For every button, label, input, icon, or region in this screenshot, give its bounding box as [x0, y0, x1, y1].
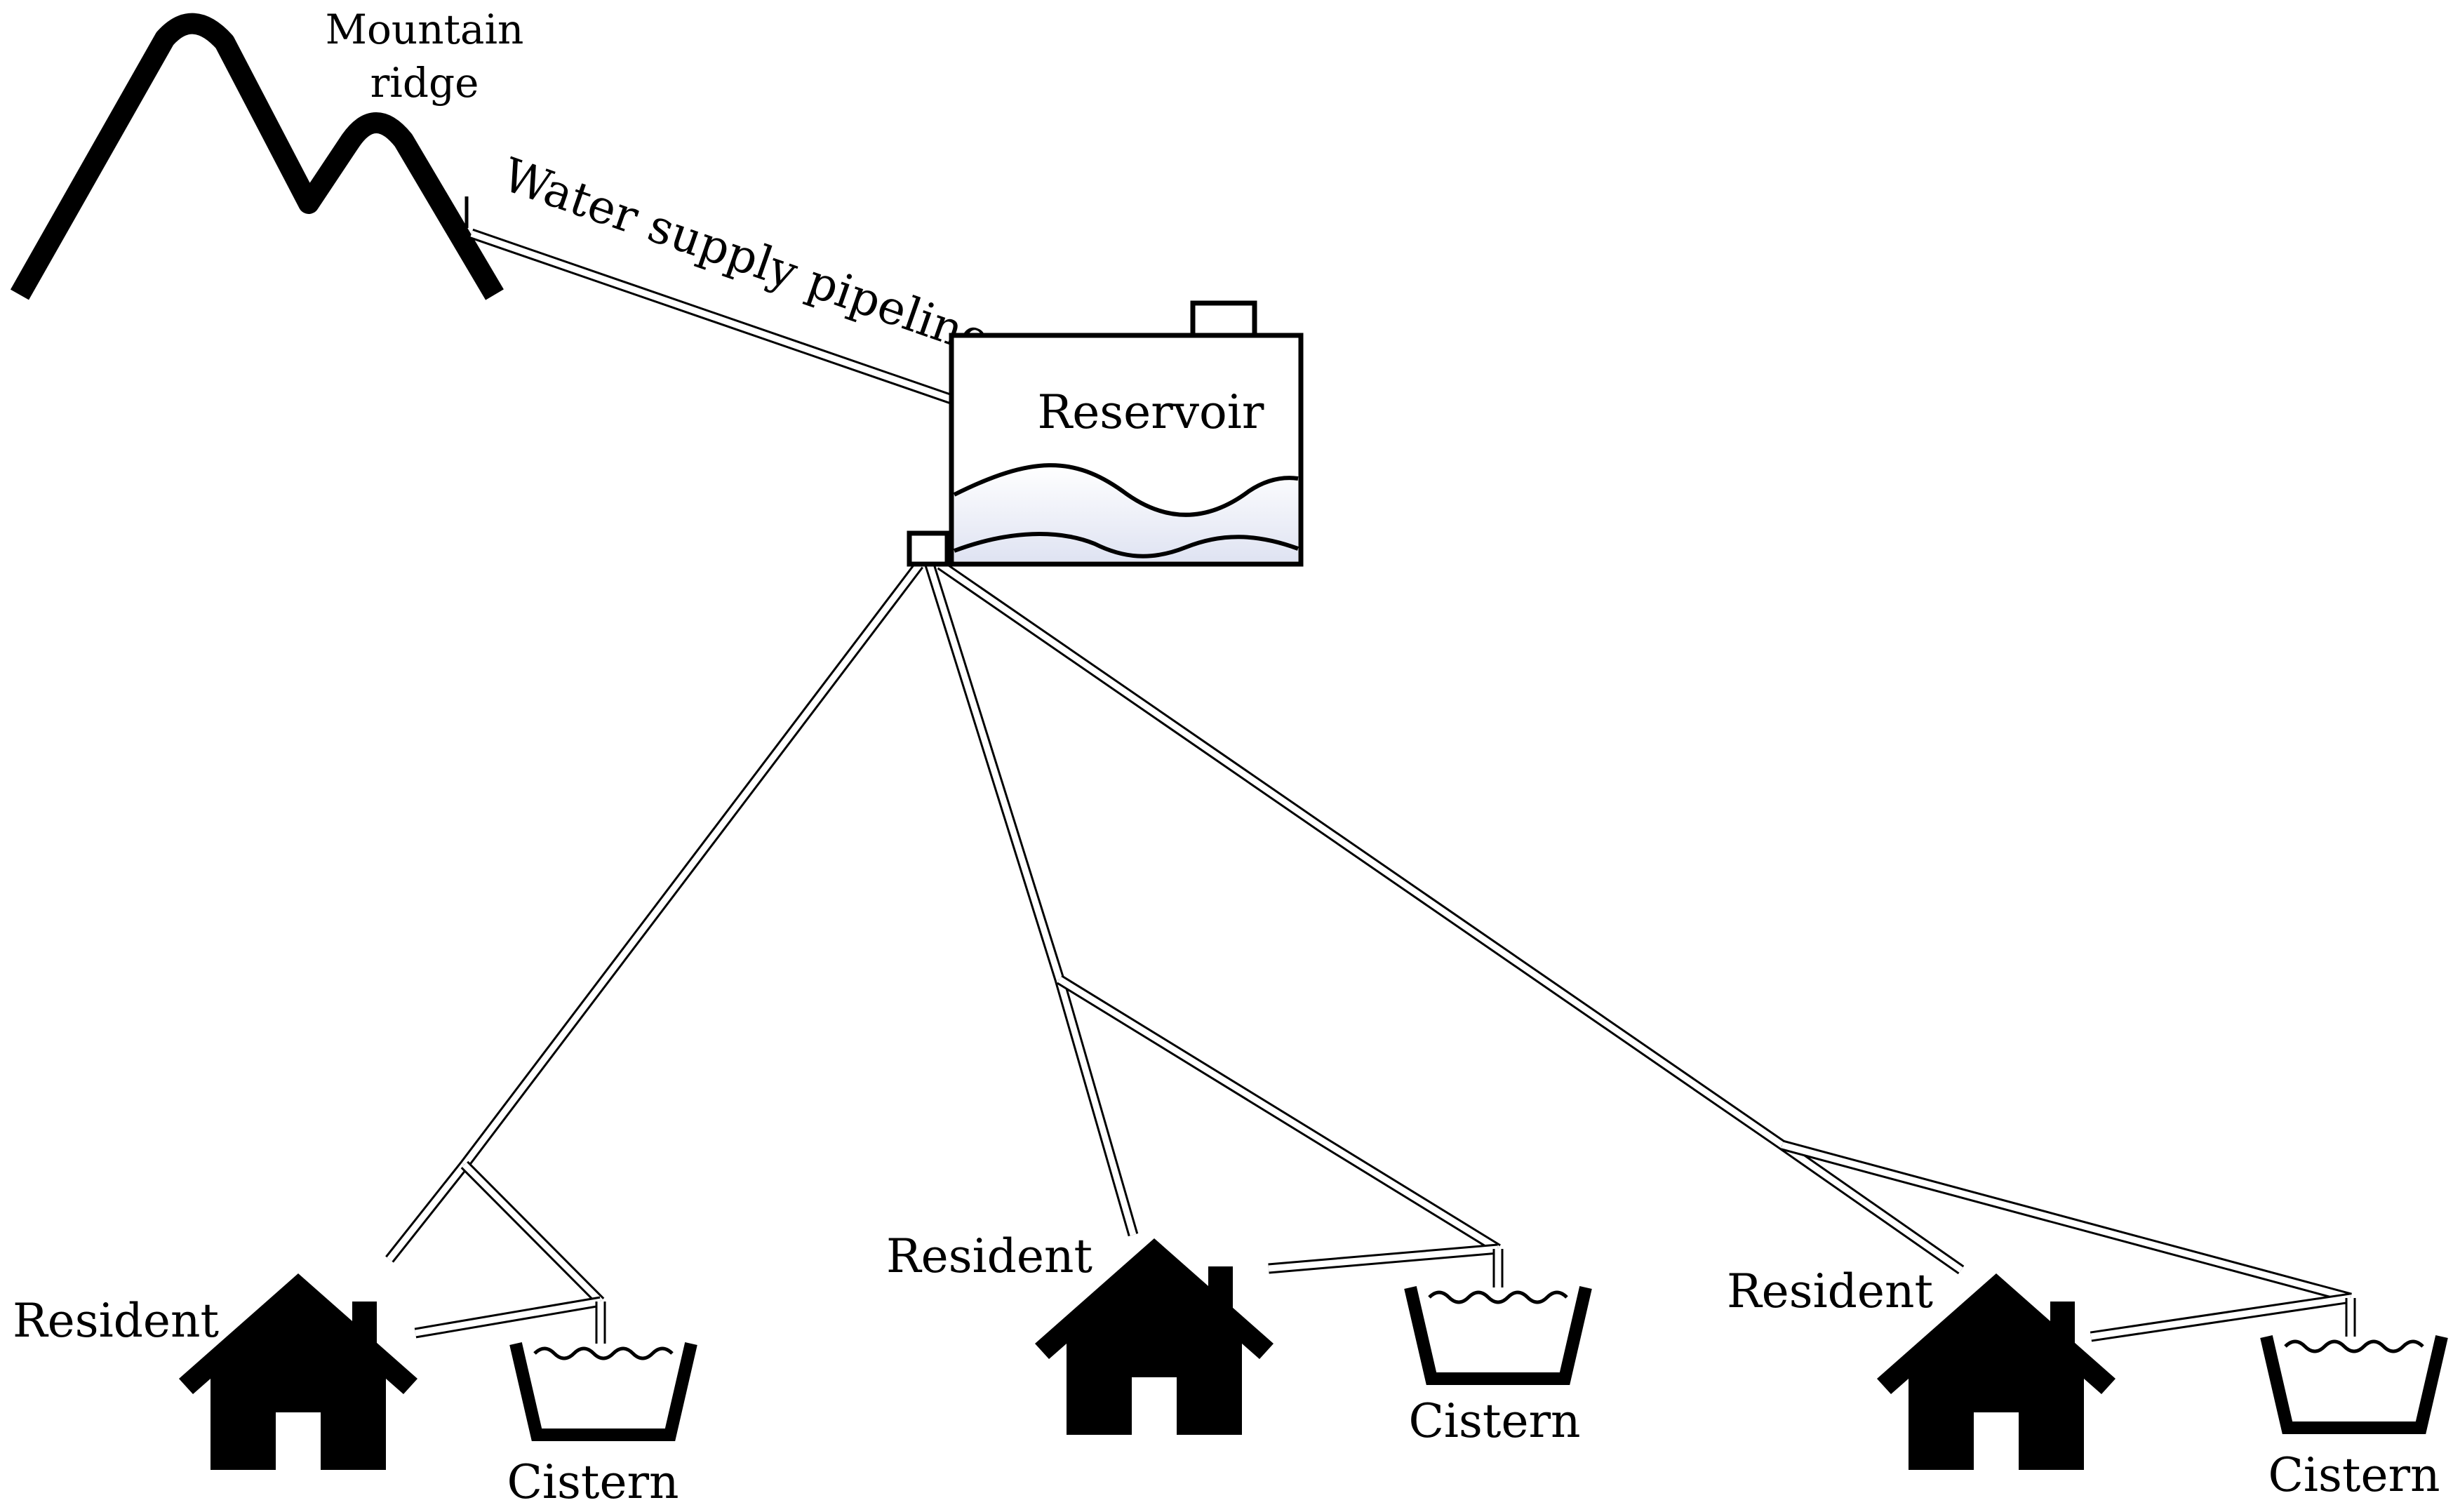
mountain-label-line2: ridge: [370, 59, 479, 107]
supply-pipeline: [469, 228, 976, 413]
resident-label-2: Resident: [886, 1229, 1092, 1283]
cistern-icon: [1404, 1285, 1592, 1385]
mountain-label-line1: Mountain: [326, 6, 524, 53]
house-icon: [1035, 1238, 1274, 1435]
cistern-label-2: Cistern: [1408, 1394, 1580, 1448]
cistern-label-3: Cistern: [2268, 1448, 2440, 1502]
cistern-icon: [509, 1342, 697, 1441]
cistern-icon: [2260, 1334, 2448, 1434]
resident-label-3: Resident: [1727, 1264, 1933, 1318]
reservoir-label: Reservoir: [1038, 385, 1264, 439]
reservoir-tank-icon: [907, 300, 1304, 567]
cistern-label-1: Cistern: [507, 1455, 679, 1508]
mountain-icon: [10, 13, 504, 300]
house-icon: [179, 1273, 417, 1470]
distribution-pipes: [385, 560, 2356, 1344]
house-icon: [1877, 1273, 2116, 1470]
resident-label-1: Resident: [13, 1294, 219, 1348]
pipe-network: [385, 228, 2356, 1344]
